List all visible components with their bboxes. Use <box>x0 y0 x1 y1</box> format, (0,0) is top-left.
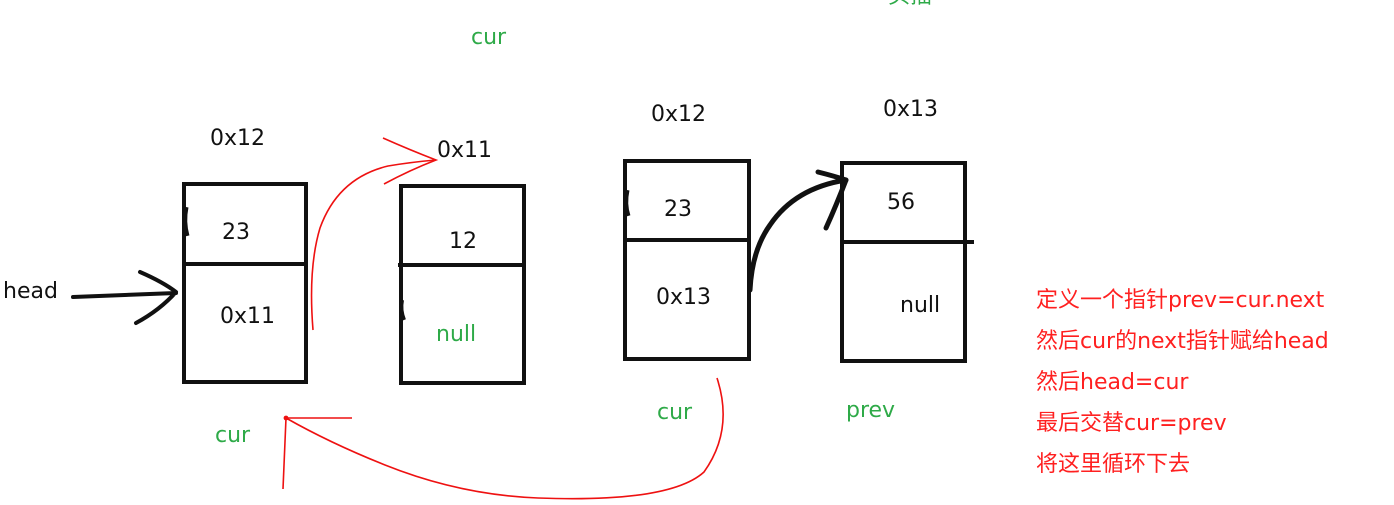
node-address-left-1: 0x12 <box>210 126 266 151</box>
red-arrow-to-next <box>310 159 437 331</box>
head-label: head <box>3 279 58 304</box>
next-pointer-arrow <box>747 177 849 293</box>
next-pointer-arrowhead <box>815 169 849 231</box>
red-dot <box>283 415 289 421</box>
node-box-left-2 <box>399 184 526 385</box>
pen-mark <box>182 206 190 237</box>
node-address-right-2: 0x13 <box>883 97 939 122</box>
note-line: 然后head=cur <box>1036 370 1189 395</box>
node-data-left-2: 12 <box>449 229 477 254</box>
node-address-left-2: 0x11 <box>437 138 493 163</box>
red-loop-arrow <box>285 377 724 500</box>
note-line: 将这里循环下去 <box>1036 452 1191 477</box>
head-arrow <box>71 270 178 325</box>
pen-mark <box>623 189 631 217</box>
pen-mark <box>399 299 406 321</box>
node-box-right-1 <box>623 159 751 361</box>
red-arrowhead <box>382 137 439 185</box>
node-data-right-1: 23 <box>664 197 692 222</box>
node-box-right-2 <box>840 161 967 363</box>
cur-label-right: cur <box>657 400 693 425</box>
note-line: 最后交替cur=prev <box>1036 411 1227 436</box>
node-box-left-1 <box>182 182 308 384</box>
node-next-left-1: 0x11 <box>220 304 276 329</box>
note-line: 定义一个指针prev=cur.next <box>1036 288 1325 313</box>
node-address-right-1: 0x12 <box>651 102 707 127</box>
node-next-left-2: null <box>436 322 477 347</box>
prev-label: prev <box>846 398 896 423</box>
node-data-right-2: 56 <box>887 190 915 215</box>
top-partial-label: 头插 <box>888 0 932 8</box>
node-next-right-1: 0x13 <box>656 285 712 310</box>
node-next-right-2: null <box>900 293 941 318</box>
node-data-left-1: 23 <box>222 220 250 245</box>
cur-label-bottom: cur <box>215 423 251 448</box>
red-loop-arrowhead <box>282 417 352 490</box>
annotation-notes: 定义一个指针prev=cur.next 然后cur的next指针赋给head 然… <box>1036 280 1329 485</box>
cur-label-top: cur <box>471 25 507 50</box>
note-line: 然后cur的next指针赋给head <box>1036 329 1329 354</box>
